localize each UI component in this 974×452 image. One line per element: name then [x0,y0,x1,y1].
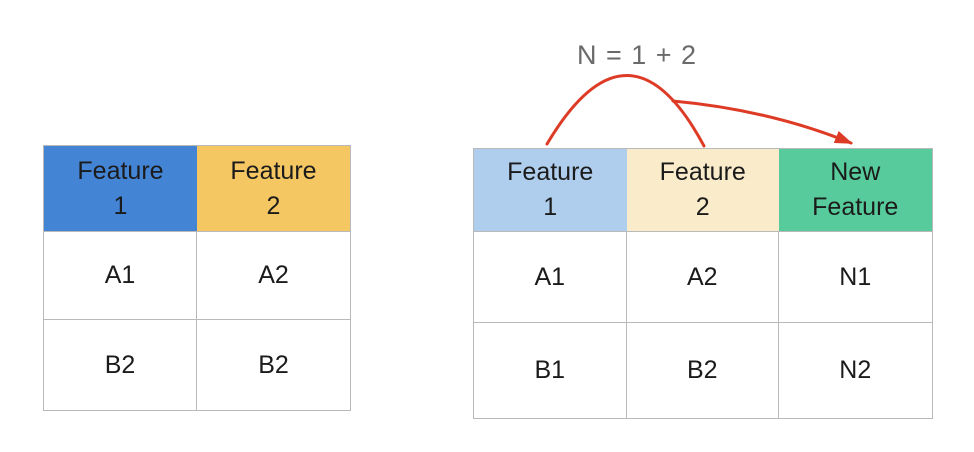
original-table: Feature 1 Feature 2 A1 A2 B2 B2 [43,145,351,411]
header-line: Feature [812,193,899,221]
engineered-table: Feature 1 Feature 2 New Feature A1 A2 N1… [473,148,933,419]
table-cell: A2 [197,232,350,320]
header-line: 1 [113,191,128,220]
header-line: Feature [507,158,594,186]
header-line: Feature [230,156,317,185]
original-header-feature-2: Feature 2 [197,146,350,232]
header-line: New [830,158,881,186]
table-cell: B2 [258,350,289,379]
header-line: 2 [266,191,281,220]
table-cell: B1 [474,323,627,418]
new-feature-arrow [671,99,853,145]
table-cell: A1 [474,232,627,323]
original-header-feature-1: Feature 1 [44,146,197,232]
formula-label: N = 1 + 2 [576,40,698,70]
table-cell: A2 [626,232,779,323]
header-line: 1 [543,193,558,221]
header-line: Feature [77,156,164,185]
merge-arc [545,74,706,148]
header-line: 2 [695,193,710,221]
table-cell: B2 [627,323,779,418]
table-cell: N1 [779,232,932,323]
table-cell: B2 [44,320,197,410]
engineered-header-new-feature: New Feature [779,149,932,232]
table-cell: A1 [44,232,197,320]
table-cell: N2 [839,356,872,385]
engineered-header-feature-2: Feature 2 [626,149,779,232]
engineered-header-feature-1: Feature 1 [474,149,627,232]
header-line: Feature [659,158,746,186]
